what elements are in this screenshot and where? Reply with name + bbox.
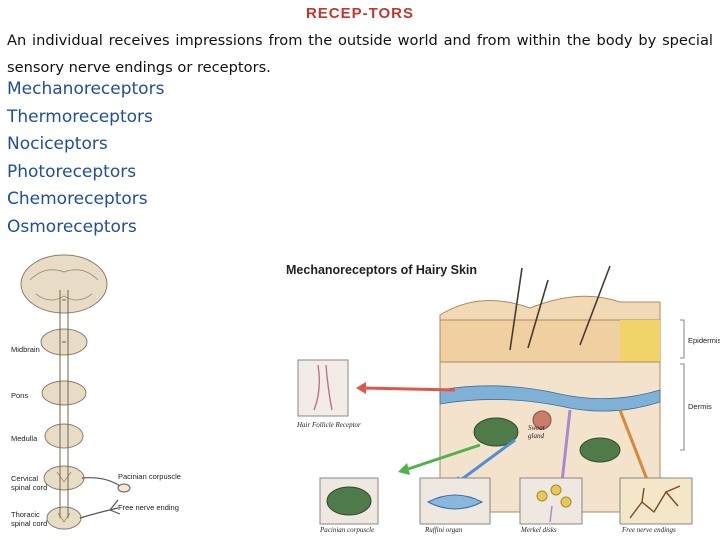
- medulla-section: [44, 423, 84, 449]
- thoracic-cord-section: [46, 506, 82, 530]
- hair-follicle-inset: [297, 359, 349, 417]
- epidermis-label: Epidermis: [688, 336, 720, 345]
- pacinian-corpuscle-label: Pacinian corpuscle: [320, 526, 375, 534]
- thoracic-label: spinal cord: [11, 519, 48, 528]
- spinal-pathway-diagram: [20, 254, 131, 530]
- ruffini-organ-label: Ruffini organ: [425, 526, 463, 534]
- pons-label: Pons: [11, 391, 29, 400]
- sweat-gland-label: gland: [528, 432, 544, 440]
- skin-mechanoreceptor-diagram: [297, 265, 693, 525]
- thoracic-label: Thoracic: [11, 510, 40, 519]
- arrow-to-merkel: [560, 409, 572, 483]
- pacinian-corpuscle: [117, 483, 131, 493]
- receptor-item: Photoreceptors: [7, 161, 137, 182]
- skin-figure-title: Mechanoreceptors of Hairy Skin: [286, 263, 478, 277]
- free-nerve-fiber: [79, 499, 121, 519]
- receptor-item: Nociceptors: [7, 134, 108, 154]
- slide-title: RECEP-TORS: [305, 5, 415, 22]
- cervical-label: spinal cord: [11, 483, 48, 492]
- sweat-gland-label: Sweat: [528, 424, 545, 432]
- receptor-list: Mechanoreceptors Thermoreceptors Nocicep…: [7, 76, 164, 241]
- dermis-label: Dermis: [688, 402, 712, 411]
- pons-section: [41, 380, 87, 406]
- receptor-item: Osmoreceptors: [7, 216, 137, 237]
- free-nerve-ending-label: Free nerve ending: [118, 503, 179, 512]
- receptor-item: Thermoreceptors: [7, 106, 153, 127]
- pacinian-fiber: [81, 477, 121, 487]
- receptor-item: Mechanoreceptors: [7, 79, 165, 99]
- vessel-band: [439, 385, 661, 412]
- medulla-label: Medulla: [11, 434, 38, 443]
- receptor-item: Chemoreceptors: [7, 189, 148, 209]
- arrow-to-pacinian: [404, 443, 481, 472]
- pacinian-corpuscle-label: Pacinian corpuscle: [118, 472, 181, 481]
- ascending-tract: [59, 290, 69, 518]
- intro-paragraph: An individual receives impressions from …: [7, 32, 713, 76]
- cervical-cord-section: [43, 465, 85, 491]
- arrow-to-free-endings: [618, 409, 650, 483]
- free-nerve-endings-label: Free nerve endings: [622, 526, 676, 534]
- merkel-disks-label: Merkel disks: [521, 526, 557, 534]
- cerebrum-section: [20, 254, 108, 314]
- pacinian-corpuscle-in-skin: [473, 417, 519, 447]
- cervical-label: Cervical: [11, 474, 39, 483]
- hair-follicle-label: Hair Follicle Receptor: [297, 421, 361, 429]
- arrow-to-follicle: [361, 386, 456, 392]
- hair-shaft: [509, 265, 611, 351]
- arrow-to-ruffini: [457, 438, 516, 484]
- midbrain-label: Midbrain: [11, 345, 40, 354]
